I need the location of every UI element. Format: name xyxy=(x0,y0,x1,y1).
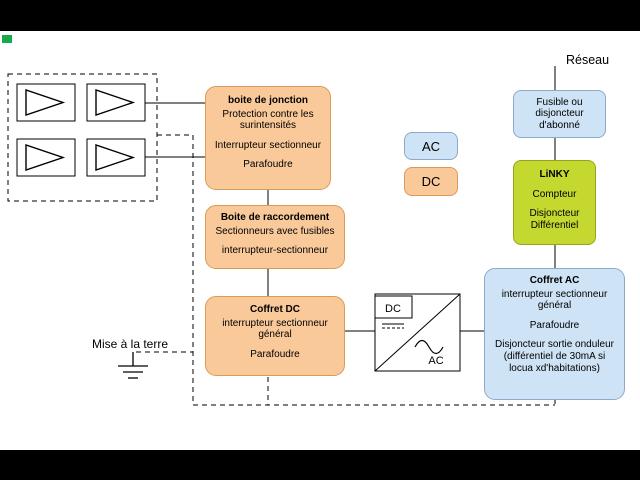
junction-box: boite de jonction Protection contre les … xyxy=(205,86,331,190)
dc-cabinet-box: Coffret DC interrupteur sectionneur géné… xyxy=(205,296,345,376)
pv-panel-icon xyxy=(16,83,76,122)
power-wires xyxy=(145,66,556,332)
mise-a-la-terre-label: Mise à la terre xyxy=(92,337,169,351)
junction-box-line: Parafoudre xyxy=(243,159,293,171)
connection-box-line: interrupteur-sectionneur xyxy=(221,245,329,257)
legend-ac-label: AC xyxy=(421,138,441,154)
dc-cabinet-line: interrupteur sectionneur général xyxy=(222,317,328,341)
junction-box-title: boite de jonction xyxy=(228,95,308,106)
ac-cabinet-title: Coffret AC xyxy=(529,275,580,286)
subscriber-breaker-text: Fusible ou disjoncteur d'abonné xyxy=(535,96,584,131)
letterbox-bottom xyxy=(0,450,640,480)
junction-box-line: Interrupteur sectionneur xyxy=(214,139,322,151)
green-marker xyxy=(2,35,12,43)
pv-array-frame xyxy=(7,73,158,202)
dc-cabinet-title: Coffret DC xyxy=(250,304,300,315)
pv-panel-icon xyxy=(16,138,76,177)
inverter-dc-label: DC xyxy=(385,303,401,315)
linky-line: Compteur xyxy=(532,188,577,200)
linky-title: LiNKY xyxy=(539,169,570,180)
linky-meter-box: LiNKY Compteur Disjoncteur Différentiel xyxy=(513,160,596,245)
legend-dc-chip: DC xyxy=(404,167,458,196)
pv-panel-icon xyxy=(86,138,146,177)
earth-ground-icon xyxy=(118,352,148,379)
junction-box-line: Protection contre les surintensités xyxy=(222,108,314,132)
ac-cabinet-box: Coffret AC interrupteur sectionneur géné… xyxy=(484,268,625,400)
linky-line: Disjoncteur Différentiel xyxy=(529,208,580,231)
ac-cabinet-line: Parafoudre xyxy=(529,319,580,331)
ac-cabinet-line: Disjoncteur sortie onduleur (différentie… xyxy=(495,339,614,374)
connection-box-line: Sectionneurs avec fusibles xyxy=(215,225,335,237)
legend-ac-chip: AC xyxy=(404,132,458,160)
ac-cabinet-line: interrupteur sectionneur général xyxy=(501,288,608,312)
connection-box-title: Boite de raccordement xyxy=(220,212,330,223)
connection-box: Boite de raccordement Sectionneurs avec … xyxy=(205,205,345,269)
earth-wires xyxy=(136,134,556,406)
letterbox-top xyxy=(0,0,640,31)
sine-wave-icon xyxy=(414,339,444,355)
pv-panel-icon xyxy=(86,83,146,122)
reseau-label: Réseau xyxy=(566,53,610,67)
dc-cabinet-line: Parafoudre xyxy=(250,348,300,360)
inverter-symbol: DC AC xyxy=(374,293,461,372)
inverter-dc-badge xyxy=(374,295,413,319)
inverter-ac-label: AC xyxy=(428,355,443,367)
subscriber-breaker-box: Fusible ou disjoncteur d'abonné xyxy=(513,90,606,138)
legend-dc-label: DC xyxy=(421,174,441,189)
